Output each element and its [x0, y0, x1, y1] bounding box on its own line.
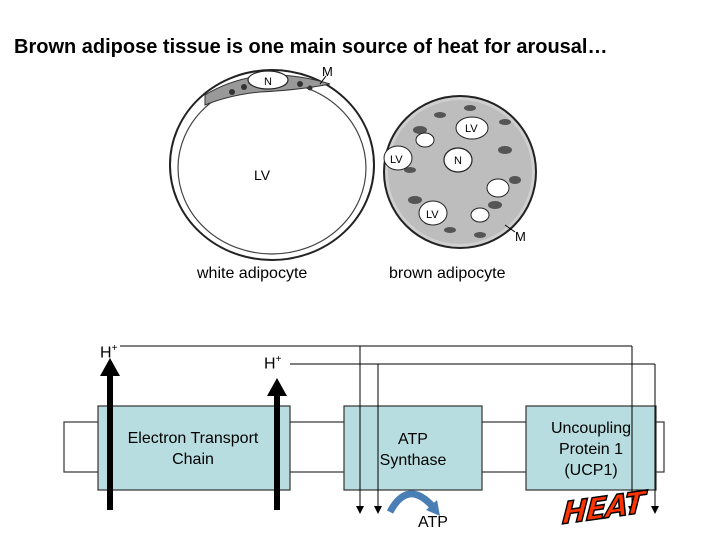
- white-adipocyte-label: white adipocyte: [197, 265, 308, 282]
- proton-return-paths: [120, 345, 659, 514]
- white-nucleus-tag: N: [264, 76, 272, 88]
- brown-mito-tag: M: [515, 229, 526, 244]
- white-adipocyte-drawing: [169, 69, 375, 261]
- white-mito-tag: M: [322, 64, 333, 79]
- atp-synthase-label: ATP Synthase: [379, 431, 447, 469]
- slide-title: Brown adipose tissue is one main source …: [14, 36, 608, 58]
- brown-lv2-tag: LV: [390, 154, 403, 166]
- proton-label-mid: H+: [264, 354, 282, 373]
- white-vacuole-tag: LV: [254, 167, 271, 183]
- atp-product-label: ATP: [418, 514, 448, 531]
- ucp1-label: Uncoupling Protein 1 (UCP1): [550, 420, 632, 479]
- brown-nucleus-tag: N: [454, 155, 462, 167]
- brown-lv1-tag: LV: [465, 123, 478, 135]
- brown-adipocyte-drawing: [383, 95, 537, 249]
- atp-curved-arrow: [386, 490, 440, 516]
- ucp1-box: [525, 405, 657, 491]
- brown-adipocyte-label: brown adipocyte: [389, 265, 506, 282]
- brown-lv3-tag: LV: [426, 209, 439, 221]
- proton-pump-arrows: [100, 358, 287, 510]
- atp-synthase-box: [343, 405, 483, 491]
- etc-box: [97, 405, 291, 491]
- etc-label: Electron Transport Chain: [127, 430, 259, 468]
- proton-label-left: H+: [100, 343, 118, 362]
